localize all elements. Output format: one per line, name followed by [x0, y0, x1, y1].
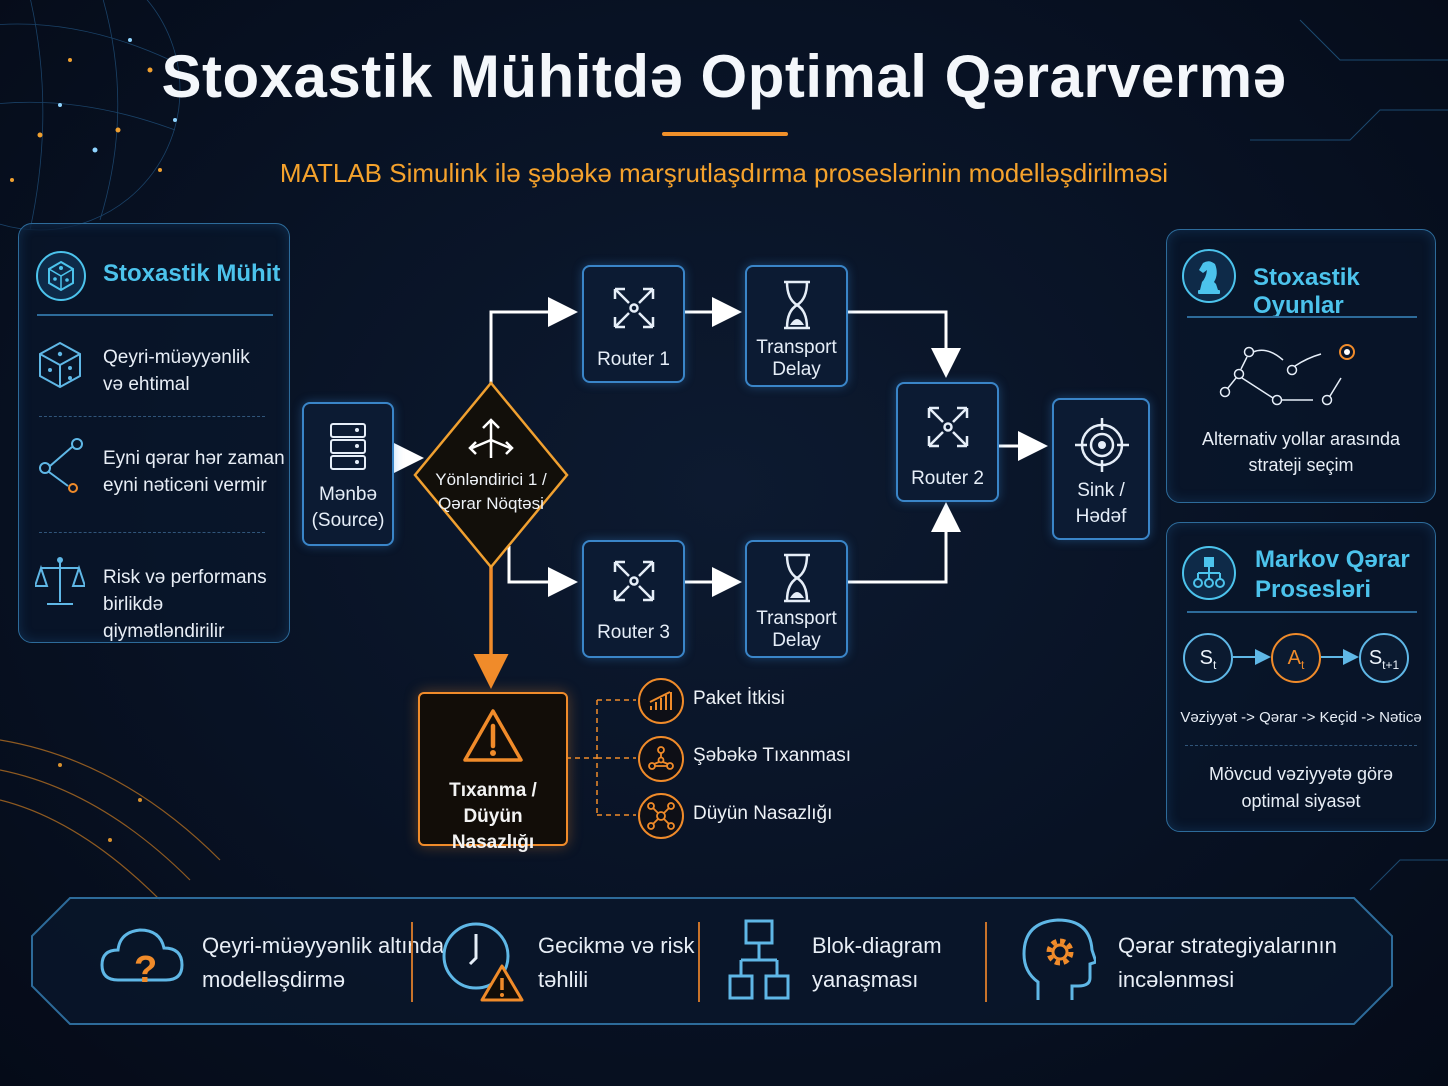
split-arrows-icon: [468, 418, 514, 458]
sink-label: Sink /Hədəf: [1075, 480, 1127, 527]
chess-knight-icon: [1182, 249, 1236, 303]
state-t1-node: St+1: [1359, 633, 1409, 683]
source-label: Mənbə(Source): [311, 484, 385, 531]
failure-dashed-links: [566, 699, 636, 816]
glow-curves-decoration: [0, 739, 221, 901]
page-subtitle: MATLAB Simulink ilə şəbəkə marşrutlaşdır…: [279, 158, 1169, 188]
sink-node[interactable]: Sink /Hədəf: [1052, 398, 1150, 540]
flow-connectors: [392, 297, 1048, 597]
server-icon: [330, 423, 366, 470]
expand-arrows-icon: [613, 560, 655, 602]
failure-type-3: Düyün Nasazlığı: [693, 803, 833, 824]
dice-badge-icon: [36, 251, 86, 301]
target-icon: [1075, 418, 1129, 472]
right-bottom-divider: [1187, 611, 1417, 613]
router-1-label: Router 1: [597, 349, 670, 370]
failure-type-1: Paket İtkisi: [693, 688, 785, 709]
right-top-divider: [1187, 316, 1417, 318]
circuit-lines-decoration: [1250, 19, 1448, 891]
left-panel-title: Stoxastik Mühit: [103, 260, 281, 287]
markov-caption: Vəziyyət -> Qərar -> Keçid -> Nəticə: [1180, 709, 1422, 726]
warning-icon: [463, 709, 523, 762]
clock-warning-icon: [442, 922, 524, 1002]
bottom-bar-frame: [31, 897, 1393, 1025]
router-2-node[interactable]: Router 2: [896, 382, 999, 502]
action-t-node: At: [1271, 633, 1321, 683]
title-underline: [662, 132, 788, 136]
packet-loss-icon: [638, 678, 684, 724]
dice-icon: [39, 341, 81, 389]
failure-node[interactable]: Tıxanma /Düyün Nasazlığı: [418, 692, 568, 853]
hourglass-icon: [784, 280, 810, 330]
node-failure-icon: [638, 793, 684, 839]
branch-icon: [39, 438, 83, 493]
head-gear-icon: [1022, 918, 1096, 1000]
left-panel-divider: [37, 314, 273, 316]
svg-text:?: ?: [134, 949, 157, 991]
hierarchy-icon: [1182, 546, 1236, 600]
left-item-separator: [39, 532, 265, 533]
block-diagram-icon: [728, 919, 790, 1000]
strategy-path-graph: [1219, 344, 1355, 406]
left-item-separator: [39, 416, 265, 417]
scales-icon: [35, 557, 85, 605]
right-bottom-separator: [1185, 745, 1417, 746]
router-3-label: Router 3: [597, 622, 670, 643]
expand-arrows-icon: [927, 406, 969, 448]
expand-arrows-icon: [613, 287, 655, 329]
decision-diamond[interactable]: [412, 380, 570, 570]
network-dots: [10, 58, 162, 182]
network-globe-decoration: [0, 0, 181, 231]
stochastic-games-title: Stoxastik Oyunlar: [1253, 264, 1360, 319]
transition-arrows: [1233, 649, 1359, 665]
router-1-node[interactable]: Router 1: [582, 265, 685, 383]
source-node[interactable]: Mənbə(Source): [302, 402, 394, 546]
bottom-divider: [985, 922, 987, 1002]
decision-label: Yönləndirici 1 /Qərar Nöqtəsi: [435, 470, 547, 513]
router-3-node[interactable]: Router 3: [582, 540, 685, 658]
network-congestion-icon: [638, 736, 684, 782]
bottom-divider: [698, 922, 700, 1002]
state-t-node: St: [1183, 633, 1233, 683]
stochastic-games-panel: Stoxastik Oyunlar Alternativ yollar aras…: [1166, 229, 1436, 503]
failure-type-2: Şəbəkə Tıxanması: [693, 745, 852, 766]
failure-label: Tıxanma /Düyün Nasazlığı: [449, 780, 537, 853]
hourglass-icon: [784, 553, 810, 603]
cloud-question-icon: ?: [100, 928, 184, 991]
router-2-label: Router 2: [911, 468, 984, 489]
bottom-divider: [411, 922, 413, 1002]
page-title: Stoxastik Mühitdə Optimal Qərarvermə: [161, 43, 1287, 110]
